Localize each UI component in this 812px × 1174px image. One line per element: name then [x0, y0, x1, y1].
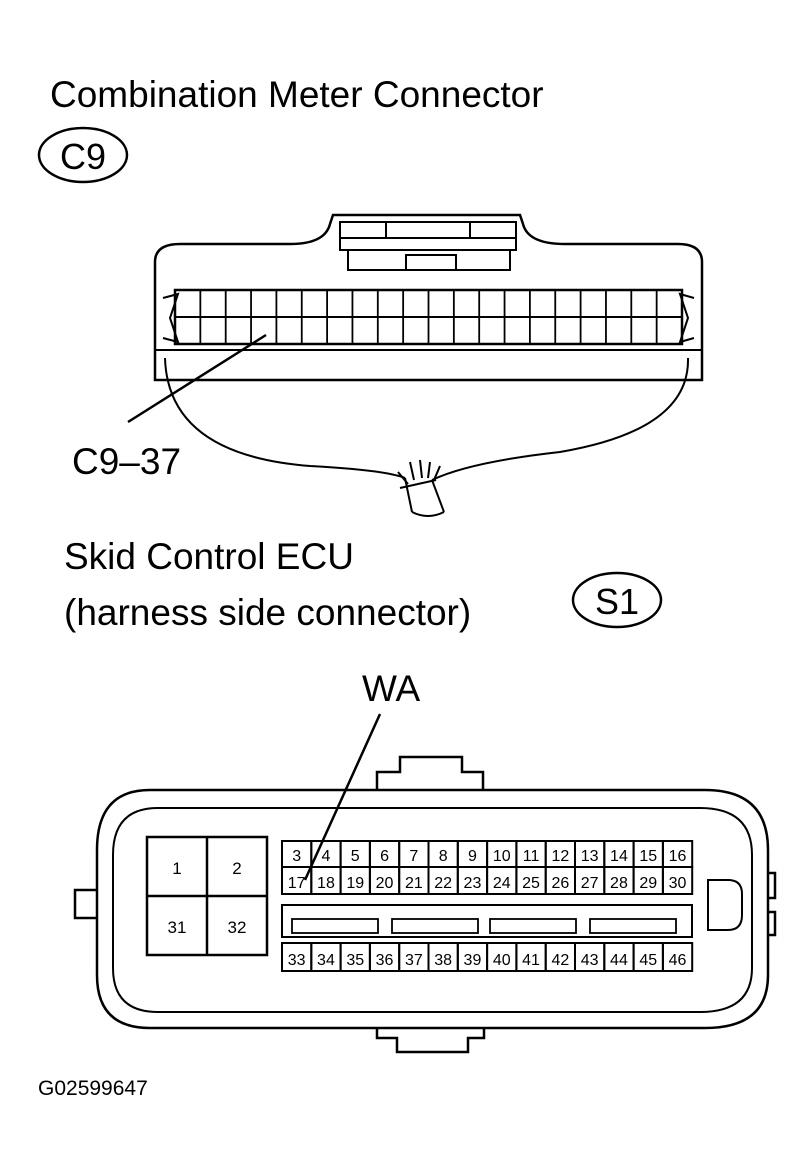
pin-30: 30	[669, 875, 687, 892]
s1-code-text: S1	[595, 581, 639, 622]
pin-46: 46	[669, 952, 687, 969]
pin-13: 13	[581, 848, 599, 865]
pin-20: 20	[376, 875, 394, 892]
pin-44: 44	[610, 952, 628, 969]
pin-10: 10	[493, 848, 511, 865]
pin-19: 19	[346, 875, 364, 892]
pin-33: 33	[288, 952, 306, 969]
pin-28: 28	[610, 875, 628, 892]
pin-cell	[661, 942, 694, 972]
figure-id: G02599647	[38, 1077, 148, 1100]
pin-21: 21	[405, 875, 423, 892]
pin-40: 40	[493, 952, 511, 969]
pin-27: 27	[581, 875, 599, 892]
pin-29: 29	[639, 875, 657, 892]
pin-8: 8	[439, 848, 448, 865]
pin-2: 2	[232, 859, 241, 878]
pin-14: 14	[610, 848, 628, 865]
pin-25: 25	[522, 875, 540, 892]
pin-23: 23	[464, 875, 482, 892]
pin-42: 42	[551, 952, 569, 969]
pin-41: 41	[522, 952, 540, 969]
large-pin-block: 1 2 31 32	[145, 835, 269, 957]
pin-24: 24	[493, 875, 511, 892]
pin-callout-c9-37: C9–37	[72, 441, 182, 482]
meter-terminal-grid	[199, 290, 658, 344]
pin-22: 22	[434, 875, 452, 892]
pin-9: 9	[468, 848, 477, 865]
pin-4: 4	[321, 848, 330, 865]
ecu-connector-title: Skid Control ECU	[64, 536, 354, 577]
pin-6: 6	[380, 848, 389, 865]
pin-16: 16	[669, 848, 687, 865]
pin-36: 36	[376, 952, 394, 969]
pin-grid-upper: 3 4 5 6 7 8 9 10 11 12 13 14 15 16 17 18 19 20 21 22 23 24 25 2…	[281, 840, 694, 895]
pin-43: 43	[581, 952, 599, 969]
pin-18: 18	[317, 875, 335, 892]
pin-31: 31	[168, 918, 187, 937]
s1-code-badge: S1	[571, 571, 663, 629]
pin-17: 17	[288, 875, 306, 892]
pin-cell	[661, 866, 694, 895]
pin-32: 32	[228, 918, 247, 937]
pin-1: 1	[172, 859, 181, 878]
pin-11: 11	[523, 848, 540, 865]
pin-37: 37	[405, 952, 423, 969]
pin-15: 15	[639, 848, 657, 865]
pin-5: 5	[351, 848, 360, 865]
c9-37-leader-line	[127, 333, 267, 424]
meter-connector-title: Combination Meter Connector	[50, 74, 544, 115]
c9-code-badge: C9	[37, 126, 129, 184]
wa-leader-line	[303, 713, 382, 881]
pin-26: 26	[551, 875, 569, 892]
pin-3: 3	[292, 848, 301, 865]
ecu-connector-subtitle: (harness side connector)	[64, 592, 472, 633]
pin-grid-lower: 33 34 35 36 37 38 39 40 41 42 43 44 45 46	[281, 942, 694, 972]
pin-12: 12	[551, 848, 569, 865]
pin-34: 34	[317, 952, 335, 969]
pin-45: 45	[639, 952, 657, 969]
pin-35: 35	[346, 952, 364, 969]
wire-harness	[164, 357, 690, 517]
wire-label-wa: WA	[362, 668, 421, 709]
ecu-connector-body	[73, 755, 777, 1054]
pin-38: 38	[434, 952, 452, 969]
c9-code-text: C9	[60, 136, 106, 177]
pin-39: 39	[464, 952, 482, 969]
pin-7: 7	[409, 848, 418, 865]
